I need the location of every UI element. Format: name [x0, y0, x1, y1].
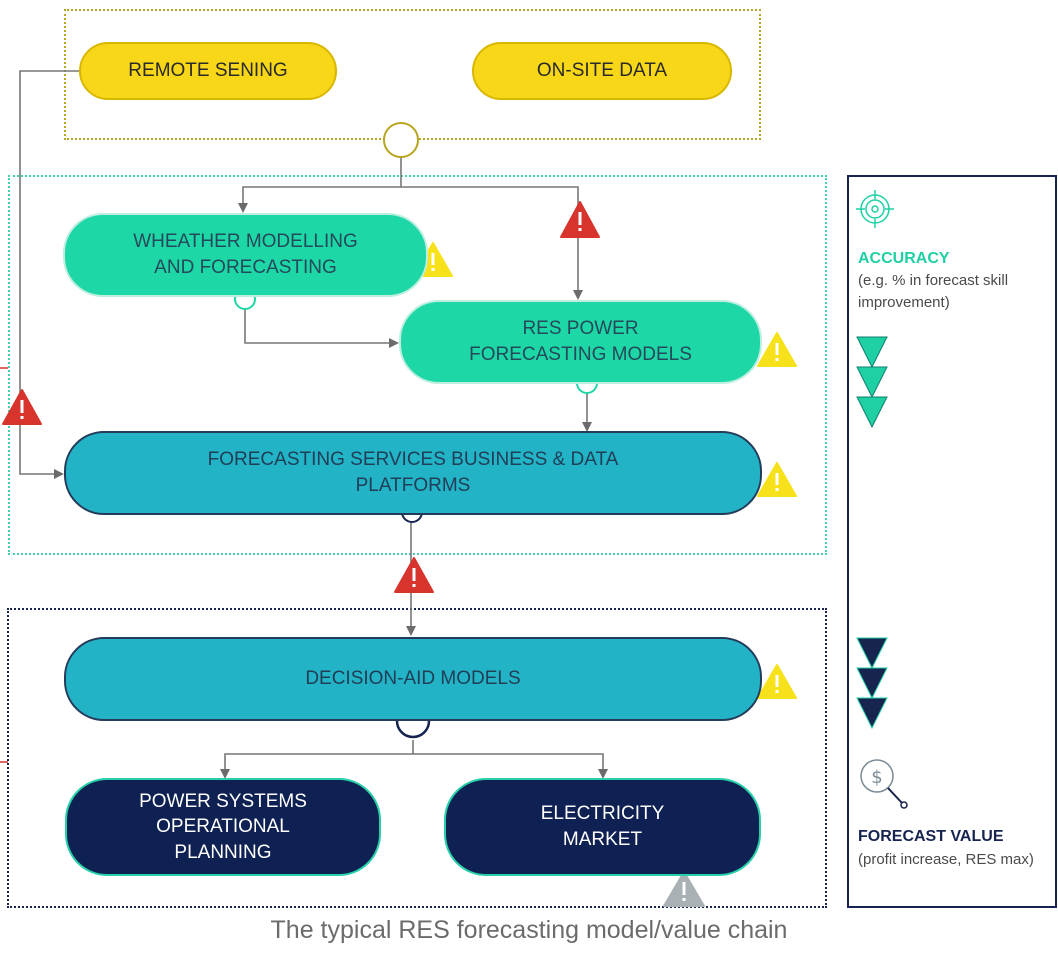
power-systems-node: POWER SYSTEMS OPERATIONAL PLANNING	[65, 778, 381, 876]
svg-text:$: $	[871, 767, 882, 788]
decision-aid-node: DECISION-AID MODELS	[64, 637, 762, 721]
warning-icon	[394, 557, 434, 593]
connector-decision-split	[220, 740, 414, 779]
decision-group	[7, 608, 827, 908]
value-arrows	[856, 637, 888, 730]
accuracy-description: (e.g. % in forecast skill improvement)	[858, 272, 1009, 311]
warning-icon	[757, 332, 797, 367]
value-side-panel: ACCURACY (e.g. % in forecast skill impro…	[847, 175, 1057, 908]
accuracy-arrows	[856, 336, 888, 429]
forecasting-group	[8, 175, 827, 555]
res-power-models-node: RES POWER FORECASTING MODELS	[399, 300, 762, 384]
dollar-magnifier-icon: $	[860, 759, 908, 809]
connector-remote-to-services	[19, 70, 80, 479]
diagram-caption: The typical RES forecasting model/value …	[270, 916, 788, 944]
connector-decision-to-market	[413, 753, 608, 779]
connector-data-split	[238, 157, 402, 213]
warning-icon	[663, 871, 705, 907]
forecasting-services-node: FORECASTING SERVICES BUSINESS & DATA PLA…	[64, 431, 762, 515]
target-icon	[856, 190, 894, 228]
weather-modelling-node: WHEATHER MODELLING AND FORECASTING	[63, 213, 428, 297]
data-merge-node	[383, 122, 419, 158]
forecast-value-description: (profit increase, RES max)	[858, 851, 1034, 868]
forecast-value-title: FORECAST VALUE	[858, 828, 1004, 845]
on-site-data-node: ON-SITE DATA	[472, 42, 732, 100]
remote-sensing-node: REMOTE SENING	[79, 42, 337, 100]
electricity-market-node: ELECTRICITY MARKET	[444, 778, 761, 876]
warning-icon	[560, 201, 600, 238]
accuracy-title: ACCURACY	[858, 250, 950, 267]
warning-icon	[2, 389, 42, 425]
warning-icon	[757, 462, 797, 497]
connector-data-to-res	[401, 186, 583, 300]
warning-icon	[757, 664, 797, 699]
connector-weather-to-res	[244, 308, 399, 348]
